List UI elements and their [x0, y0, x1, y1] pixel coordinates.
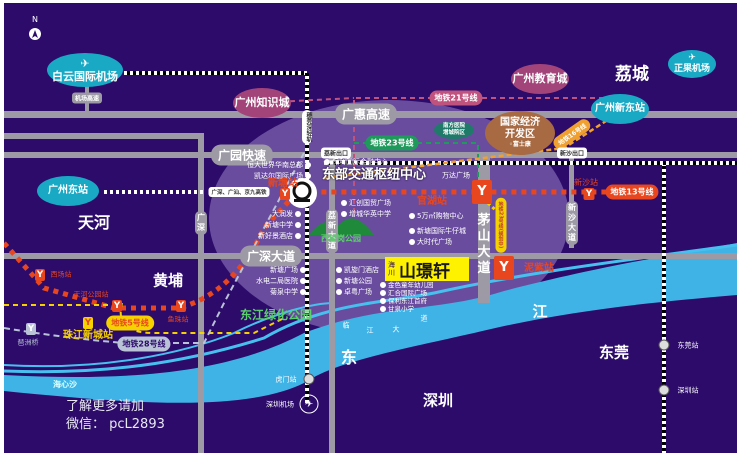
metro-5-label: 地铁5号线	[106, 315, 154, 331]
district-licheng: 荔城	[615, 64, 649, 85]
linjiang-road-char-2: 江	[366, 326, 374, 335]
xintang-station-label: 新塘站	[268, 178, 298, 189]
pazhou-metro-icon: Y	[26, 323, 36, 335]
airport-expressway-label: 机场高速	[71, 92, 103, 104]
lixin-exit-label: 荔新出口	[320, 147, 352, 159]
poi-list-southwest: 新塘广场水电二局医院菊泉中学	[256, 265, 308, 298]
poi-wanda: 万达广场	[442, 171, 470, 180]
poi-list-project: 金色童年幼儿园汇合国际广场保利东江首府甘泉小学	[378, 281, 434, 313]
suiguan-light-rail-label: 穗莞深轻轨	[302, 110, 312, 144]
airplane-icon: ✈	[80, 56, 90, 70]
maoshan-road-label: 茅山大道	[477, 213, 491, 276]
guanhu-station-label: 官湖站	[417, 196, 447, 207]
district-tianhe: 天河	[77, 213, 111, 232]
yuzhu-station-label: 鱼珠站	[167, 315, 189, 324]
rail-dash-dark	[124, 71, 737, 453]
knowledge-city: 广州知识城	[233, 88, 291, 118]
linjiang-road-char-4: 道	[420, 314, 428, 323]
shenzhen-station-icon	[658, 384, 670, 396]
shenzhen-station-label: 深圳站	[677, 386, 699, 395]
district-dong: 东	[340, 348, 358, 367]
lixin-road-label: 荔新大道	[326, 209, 338, 253]
linjiang-road-char-3: 大	[392, 325, 400, 334]
zhujiang-metro-icon: Y	[83, 317, 93, 329]
poi-list-south: 凯旋门酒店新塘公园卓粤广场	[334, 265, 379, 298]
metro-13-label: 地铁13号线	[605, 184, 659, 200]
district-shenzhen: 深圳	[422, 391, 454, 410]
dongguan-station-icon	[658, 339, 670, 351]
poi-list-midwest: 大润发新塘中学新好景酒店	[258, 209, 303, 242]
southern-hospital: 南方医院 增城院区	[434, 121, 474, 139]
dongjiang-park-label: 东江绿化公园	[239, 308, 313, 322]
guangshen-north-road-label: 广深	[195, 211, 207, 235]
metro-28-label: 地铁28号线	[117, 336, 171, 352]
location-map: N ✈白云国际机场 机场高速 广州知识城 广州教育城 荔城 ✈正果机场 地铁21…	[4, 3, 737, 453]
guangyuan-expressway-label: 广园快速	[210, 144, 274, 166]
xinsha-exit-label: 新沙出口	[556, 147, 588, 159]
project-name: 山璟轩	[399, 261, 450, 282]
humen-station-icon	[303, 373, 315, 385]
yuzhu-metro-icon: Y	[176, 300, 186, 312]
contact-watermark: 了解更多请加微信： pcL2893	[66, 399, 165, 432]
baiyun-airport: ✈白云国际机场	[47, 53, 123, 87]
river-jiang: 江	[532, 302, 548, 321]
education-city: 广州教育城	[511, 64, 569, 94]
tianhe-park-metro-icon: Y	[112, 300, 122, 312]
poi-list-east: 5万㎡购物中心新塘国际牛仔城大时代广场	[407, 211, 466, 248]
metro-23-label: 地铁23号线	[365, 135, 419, 151]
haixinsha-label: 海心沙	[53, 380, 77, 389]
nizi-station-label: 泥紫站	[524, 263, 554, 274]
metro-13-line	[4, 189, 654, 311]
xinsha-metro-icon: Y	[583, 188, 595, 200]
xintang-metro-icon: Y	[280, 188, 290, 200]
zhengguo-airport: ✈正果机场	[668, 50, 716, 78]
guanhu-metro-icon: Y	[472, 180, 492, 204]
compass-north-label: N	[32, 15, 38, 24]
poi-list-mid: 汇创国贸广场增城华英中学	[339, 198, 391, 220]
river-outline	[4, 302, 335, 368]
guanghui-expressway-label: 广惠高速	[334, 103, 398, 125]
xinsha-station-label: 新沙站	[574, 178, 598, 187]
zhujiang-station-label: 珠江新城站	[63, 330, 113, 341]
poi-list-northwest: 恒大世界华南总部凯达尔国际广场	[247, 160, 313, 182]
linjiang-road-char-1: 临	[342, 321, 350, 330]
guangzhou-east-station: 广州东站	[37, 176, 99, 206]
district-dongguan: 东莞	[598, 343, 630, 362]
shenzhen-airport-label: 深圳机场	[266, 400, 294, 409]
dongjiang-river	[4, 243, 737, 403]
nizi-metro-icon: Y	[494, 256, 514, 280]
hub-title: 东部交通枢纽中心	[321, 167, 427, 183]
xiwanggang-park-label: 西望岗公园	[321, 234, 361, 243]
airplane-icon: ✈	[688, 53, 696, 64]
metro-23b-label: 地铁23号线(规划中)	[495, 197, 507, 253]
dongguan-station-label: 东莞站	[677, 341, 699, 350]
tianhe-park-station-label: 天河公园站	[73, 290, 109, 299]
airplane-icon: ✈	[304, 399, 314, 410]
xichang-metro-icon: Y	[35, 269, 45, 281]
river-branch	[4, 243, 737, 374]
hsr-label: 广深、广汕、京九高铁	[208, 187, 270, 197]
humen-station-label: 虎门站	[275, 375, 297, 384]
economic-development-zone: 国家经济 开发区◦富士康	[485, 111, 555, 155]
guangshen-avenue-label: 广深大道	[239, 245, 303, 267]
poi-poly-finance: 保利国际金融中心	[322, 157, 388, 168]
metro-21-line	[253, 97, 604, 213]
district-huangpu: 黄埔	[152, 271, 184, 290]
metro-21-label: 地铁21号线	[429, 90, 483, 106]
xinsha-road-label: 新沙大道	[566, 201, 578, 245]
guangzhou-new-east-station: 广州新东站	[591, 94, 649, 124]
project-badge: 海川山璟轩	[385, 257, 469, 282]
park-hills-icon	[309, 218, 374, 235]
xichang-station-label: 西场站	[50, 270, 72, 279]
shenzhen-airport-icon	[299, 394, 319, 414]
pazhou-station-label: 琶洲桥	[17, 338, 39, 347]
